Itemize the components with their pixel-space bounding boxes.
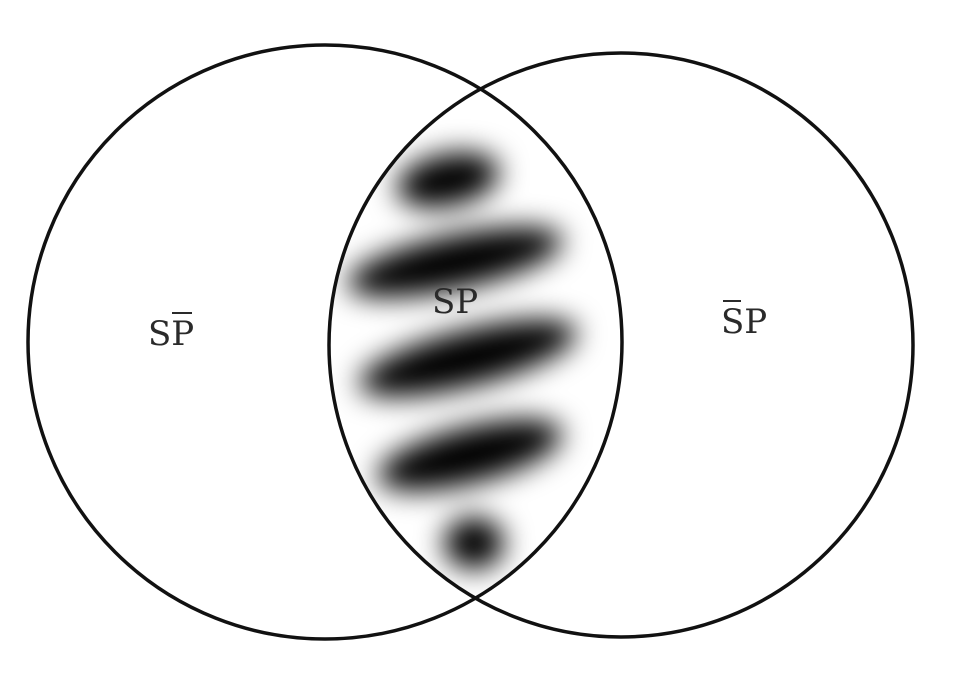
shade-stroke-5 xyxy=(444,517,504,569)
circle-s xyxy=(26,43,624,641)
svg-text:SP: SP xyxy=(721,302,767,342)
shade-stroke-4 xyxy=(377,419,563,491)
circle-p xyxy=(327,51,915,639)
label-left-p: P xyxy=(171,314,194,354)
label-center-p: P xyxy=(455,282,478,322)
shade-stroke-3 xyxy=(359,319,577,397)
shaded-intersection xyxy=(347,152,577,569)
label-left-region: SP xyxy=(148,312,194,354)
shading-strokes xyxy=(347,152,577,569)
svg-text:SP: SP xyxy=(148,314,194,354)
shade-stroke-2 xyxy=(347,227,563,297)
label-center-s: S xyxy=(432,282,455,322)
label-right-s: S xyxy=(721,302,744,342)
label-right-p: P xyxy=(744,302,767,342)
svg-text:SP: SP xyxy=(432,282,478,322)
label-center-region: SP xyxy=(432,282,478,322)
label-left-s: S xyxy=(148,314,171,354)
label-right-region: SP xyxy=(721,300,767,342)
shade-stroke-1 xyxy=(396,152,500,208)
